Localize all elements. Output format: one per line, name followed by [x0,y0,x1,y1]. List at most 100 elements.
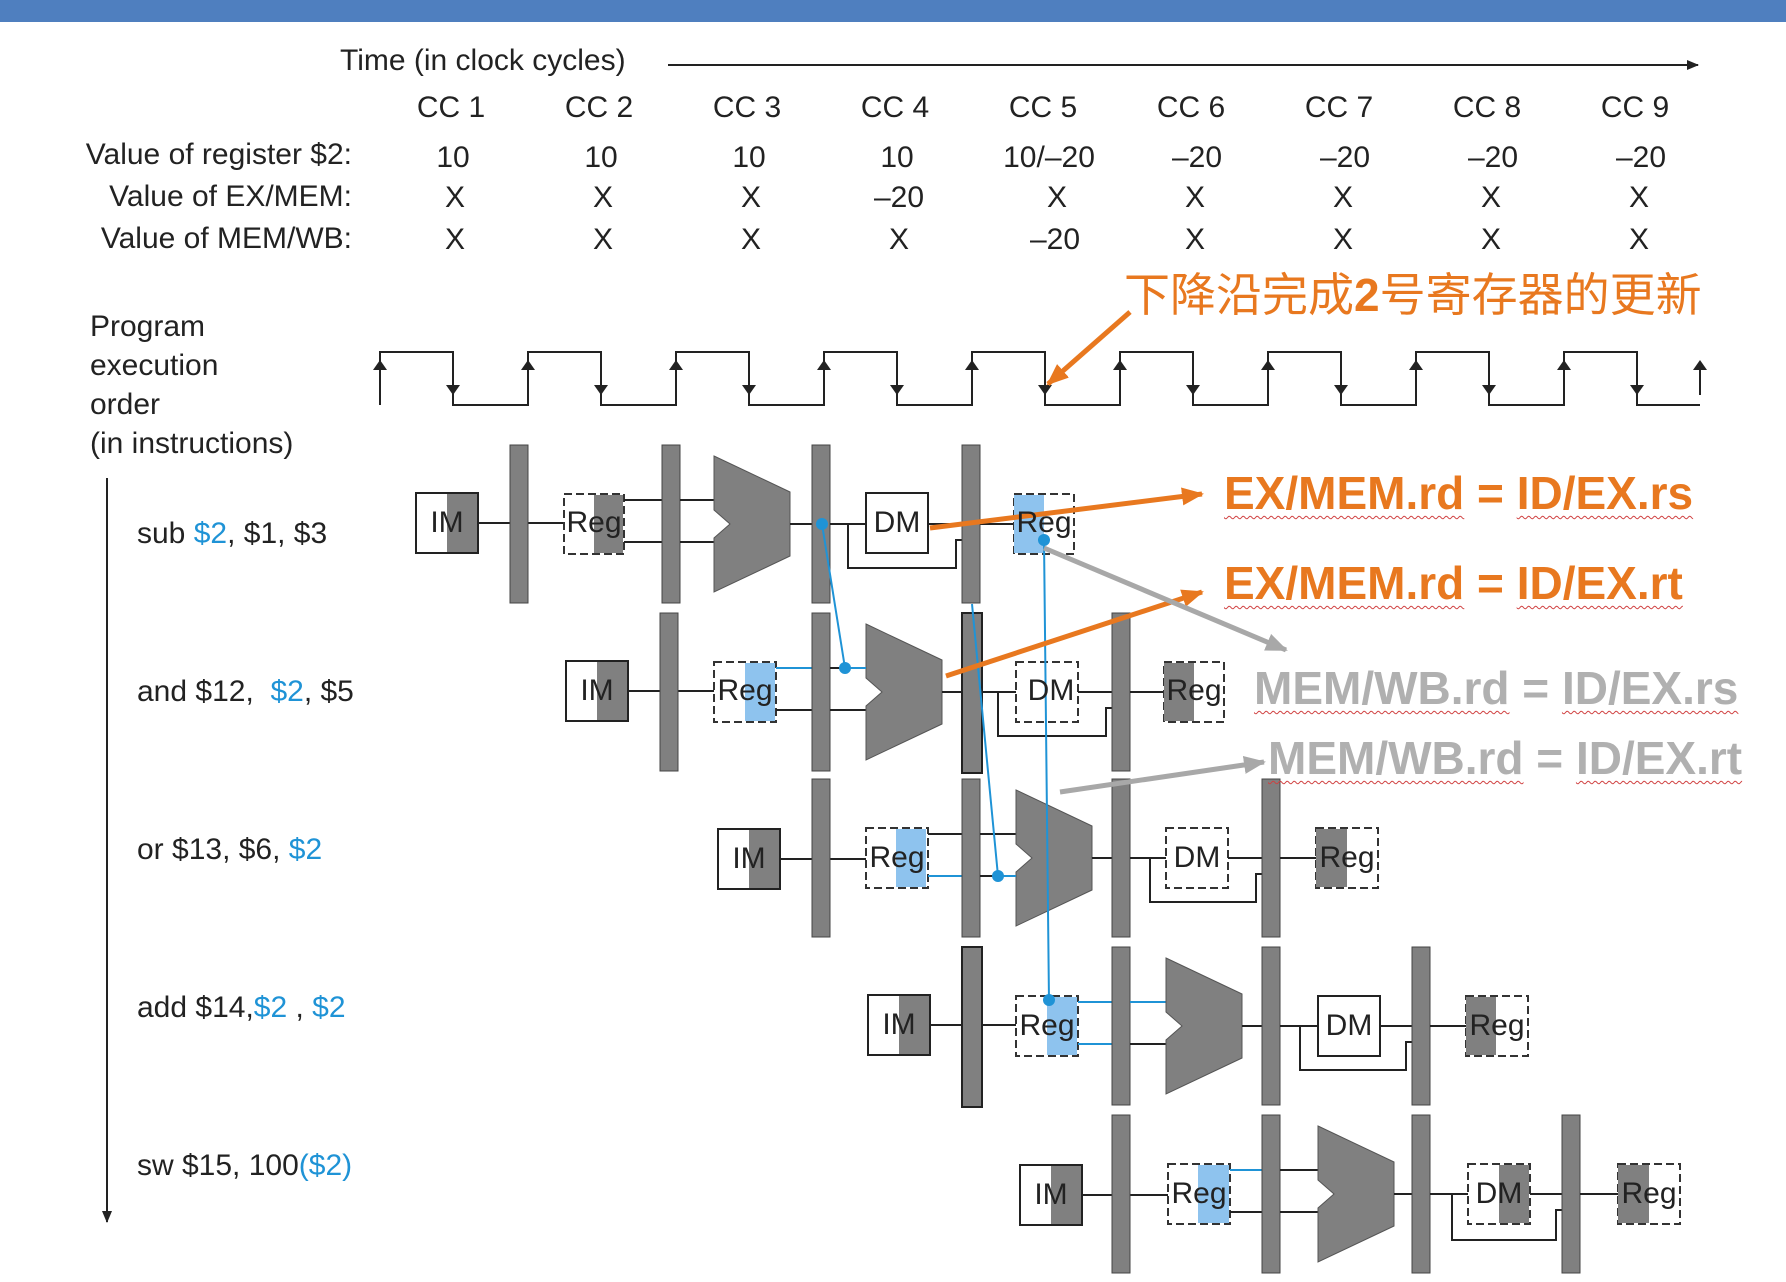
pipeline-register-if-id [659,612,679,772]
cycle-label: CC 8 [1452,91,1522,124]
reg-label: Reg [1171,1177,1227,1210]
exmem-value: X [1628,181,1650,214]
exmem-value: X [740,181,762,214]
pipeline-row-and [565,612,1225,774]
data-memory [1317,995,1381,1057]
register-value: 10 [880,141,914,174]
pipeline-register-if-id [1111,1114,1131,1274]
register-value: –20 [1171,141,1223,174]
dependency-wires [821,523,1050,1003]
register-value: 10 [732,141,766,174]
register-value: 10 [436,141,470,174]
annotation-arrow-memwb-rt [1059,756,1266,795]
dm-label: DM [1475,1177,1523,1210]
pipeline-register-ex-mem [961,612,983,774]
row-label-exmem: Value of EX/MEM: [109,180,352,213]
reg-label: Reg [566,506,622,539]
memwb-value: X [740,223,762,256]
alu [1317,1125,1395,1263]
annotation-arrow-memwb-rs [1043,545,1288,653]
program-order-line: execution [90,349,219,382]
pipeline-register-if-id [509,444,529,604]
annotation-arrow-exmem-rt [945,589,1204,679]
pipeline-register-id-ex [961,778,981,938]
pipeline-register-mem-wb [1261,778,1281,938]
program-order-line: (in instructions) [90,427,294,460]
program-order-line: order [90,388,161,421]
alu [865,623,943,761]
pipeline-register-id-ex [661,444,681,604]
cycle-label: CC 5 [1008,91,1078,124]
cycle-label: CC 3 [712,91,782,124]
pipeline-register-if-id [811,778,831,938]
dependency-dots [816,518,1055,1006]
reg-label: Reg [1621,1177,1677,1210]
memwb-value: X [1184,223,1206,256]
pipeline-register-ex-mem [1111,778,1131,938]
reg-label: Reg [1469,1009,1525,1042]
reg-label: Reg [1019,1009,1075,1042]
program-order-line: Program [90,310,206,343]
cycle-label: CC 6 [1156,91,1226,124]
forward-condition-memwb-rt: MEM/WB.rd = ID/EX.rt [1268,732,1743,784]
cycle-label: CC 1 [416,91,486,124]
dm-label: DM [1325,1009,1373,1042]
register-value: –20 [1467,141,1519,174]
pipeline-register-id-ex [1111,946,1131,1106]
register-value: –20 [1615,141,1667,174]
pipeline-row-or [717,778,1379,938]
register-value: 10/–20 [1003,141,1095,174]
clock-waveform [379,351,1700,406]
memwb-value: –20 [1029,223,1081,256]
instruction-and: and $12, $2, $5 [137,675,354,708]
pipeline-register-id-ex [1261,1114,1281,1274]
im-label: IM [732,842,766,875]
memwb-value: X [444,223,466,256]
clock-edge-markers [373,360,1707,395]
alu [1165,957,1243,1095]
falling-edge-annotation: 下降沿完成2号寄存器的更新 [1124,268,1702,322]
pipeline-register-mem-wb [1111,612,1131,772]
reg-label: Reg [1016,506,1072,539]
exmem-value: X [444,181,466,214]
pipeline-row-sw [1019,1114,1681,1274]
pipeline-register-mem-wb [1411,946,1431,1106]
exmem-value: X [1480,181,1502,214]
memwb-value: X [1628,223,1650,256]
data-memory [1015,661,1079,723]
dm-label: DM [1027,674,1075,707]
im-label: IM [1034,1178,1068,1211]
instruction-add: add $14,$2 , $2 [137,991,346,1024]
alu [713,455,791,593]
exmem-value: X [1184,181,1206,214]
reg-label: Reg [1319,841,1375,874]
annotation-arrow-exmem-rs [929,487,1204,531]
memwb-value: X [1480,223,1502,256]
alu [1015,789,1093,927]
memwb-value: X [1332,223,1354,256]
row-label-register: Value of register $2: [85,138,352,171]
im-label: IM [430,506,464,539]
exmem-value: X [592,181,614,214]
dm-label: DM [873,506,921,539]
instruction-or: or $13, $6, $2 [137,833,323,866]
register-value: –20 [1319,141,1371,174]
pipeline-register-ex-mem [1411,1114,1431,1274]
memwb-value: X [888,223,910,256]
cycle-label: CC 7 [1304,91,1374,124]
memwb-value: X [592,223,614,256]
reg-label: Reg [869,841,925,874]
annotation-arrow-falling-edge [1046,310,1132,386]
im-label: IM [882,1008,916,1041]
cycle-label: CC 4 [860,91,930,124]
forward-condition-memwb-rs: MEM/WB.rd = ID/EX.rs [1254,662,1739,714]
pipeline-register-mem-wb [1561,1114,1581,1274]
reg-label: Reg [717,674,773,707]
instruction-sw: sw $15, 100($2) [137,1149,353,1182]
im-label: IM [580,674,614,707]
row-label-memwb: Value of MEM/WB: [100,222,352,255]
cycle-label: CC 2 [564,91,634,124]
forward-condition-exmem-rt: EX/MEM.rd = ID/EX.rt [1224,557,1683,609]
exmem-value: X [1046,181,1068,214]
